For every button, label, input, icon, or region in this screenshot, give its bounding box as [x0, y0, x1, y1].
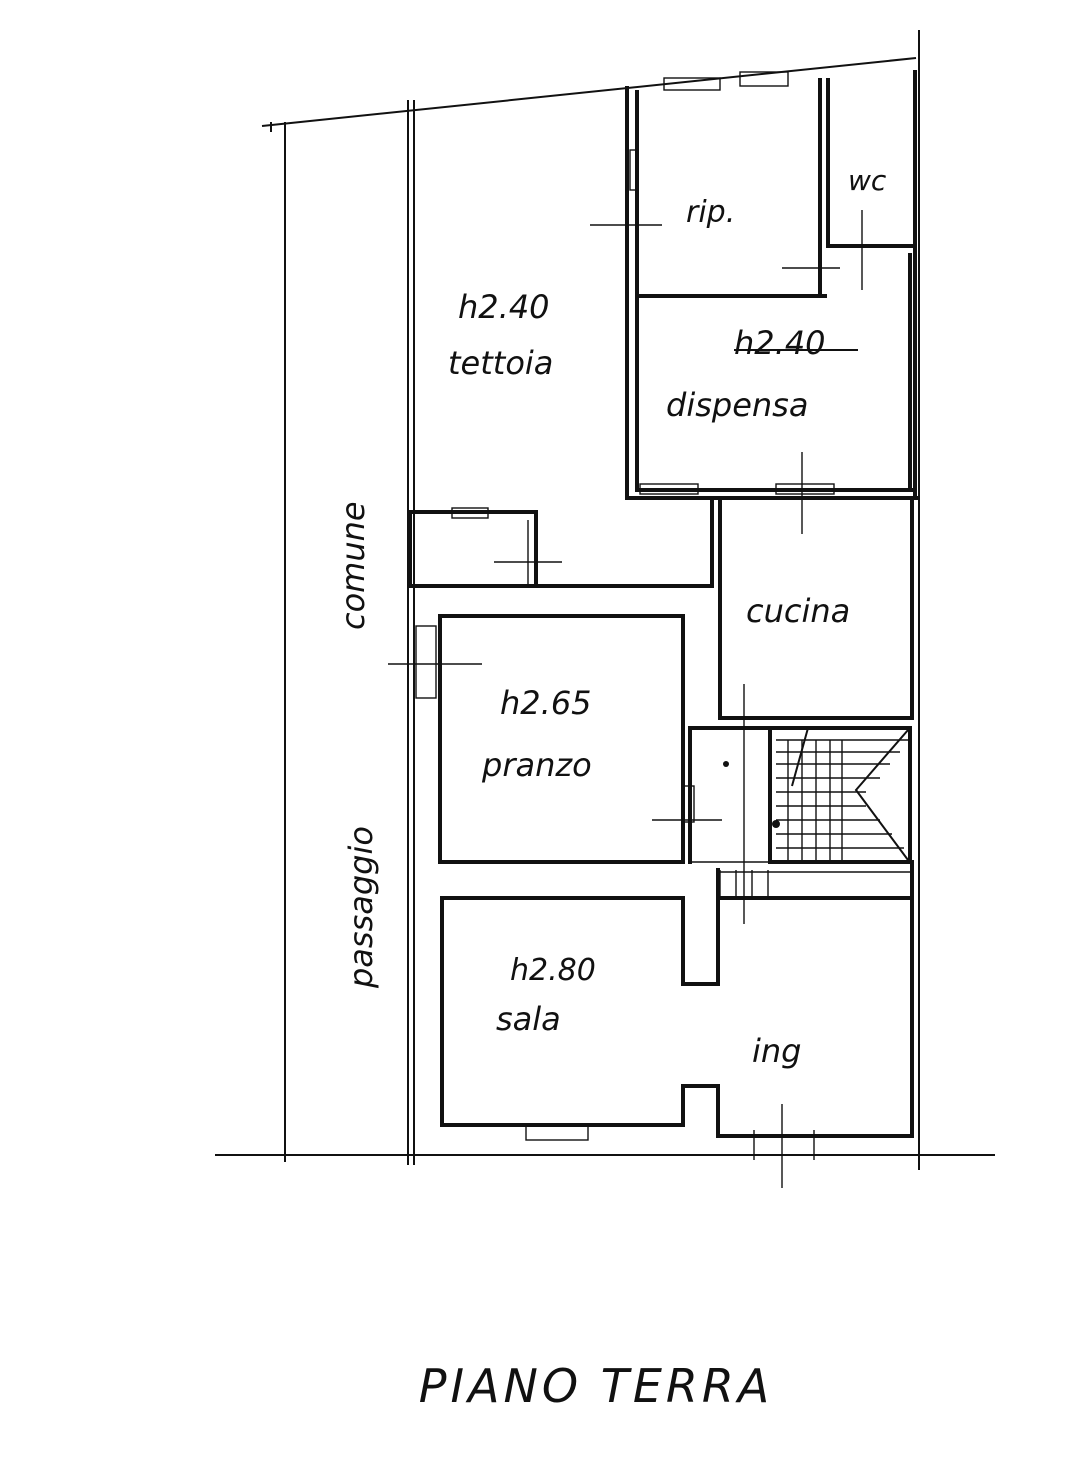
plan-title: PIANO TERRA: [419, 1359, 774, 1413]
label-passaggio: passaggio: [342, 826, 380, 989]
label-sala-height: h2.80: [510, 953, 596, 988]
label-pranzo-height: h2.65: [500, 684, 592, 722]
label-sala: sala: [496, 1000, 561, 1038]
label-pranzo: pranzo: [481, 746, 592, 784]
label-cucina: cucina: [746, 592, 850, 630]
site-lines: [215, 30, 995, 1170]
staircase: [719, 727, 910, 898]
label-ing: ing: [752, 1032, 801, 1070]
openings: [388, 71, 863, 1188]
label-wc: wc: [848, 164, 887, 197]
label-dispensa-height: h2.40: [734, 324, 826, 362]
label-tettoia: tettoia: [448, 344, 553, 382]
label-comune: comune: [334, 501, 372, 630]
label-dispensa: dispensa: [666, 386, 808, 424]
label-tettoia-height: h2.40: [458, 288, 550, 326]
walls: [408, 70, 920, 1138]
label-rip: rip.: [686, 195, 735, 230]
